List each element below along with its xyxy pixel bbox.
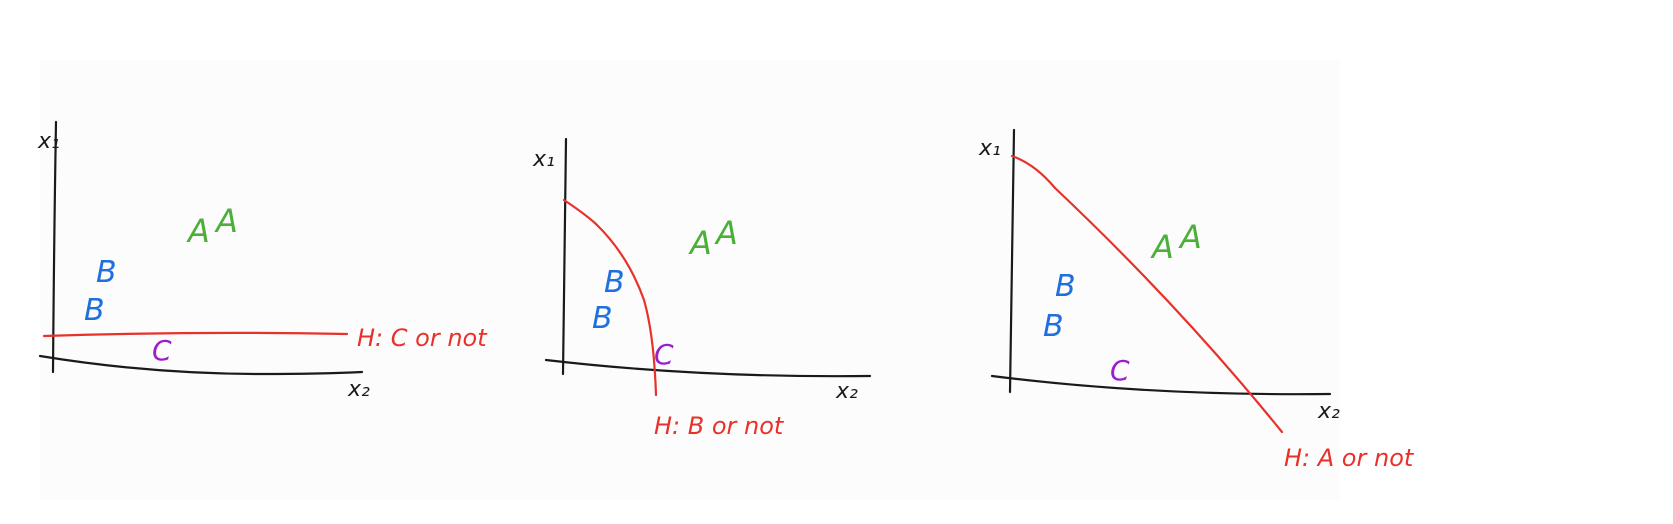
hypothesis-label: H: A or not (1284, 444, 1415, 472)
class-b-point: B (592, 301, 613, 336)
decision-boundary (1010, 154, 1284, 434)
y-axis-label: x₁ (978, 136, 1001, 161)
hypothesis-label: H: B or not (654, 412, 785, 440)
class-b-point: B (1055, 269, 1076, 304)
y-axis-label: x₁ (37, 129, 60, 154)
x-axis-label: x₂ (347, 377, 370, 402)
class-b-point: B (84, 293, 105, 328)
panel-b-or-not: x₁ x₂ A A B B C H: B or not (532, 137, 872, 440)
x-axis (544, 358, 872, 378)
panel-a-or-not: x₁ x₂ A A B B C H: A or not (978, 128, 1415, 472)
class-a-point: A (688, 224, 712, 262)
class-b-point: B (604, 265, 625, 300)
decision-boundary (42, 331, 349, 338)
class-a-point: A (214, 202, 238, 240)
class-b-point: B (1043, 309, 1064, 344)
class-a-point: A (186, 212, 210, 250)
x-axis-label: x₂ (1317, 399, 1340, 424)
x-axis (38, 354, 364, 376)
x-axis-label: x₂ (835, 379, 858, 404)
class-b-point: B (96, 255, 117, 290)
class-a-point: A (1178, 218, 1202, 256)
panel-c-or-not: x₁ x₂ A A B B C H: C or not (37, 120, 488, 402)
class-c-point: C (152, 334, 172, 367)
y-axis (51, 120, 58, 374)
class-c-point: C (654, 338, 674, 371)
decision-boundary (562, 198, 658, 397)
x-axis (990, 374, 1332, 396)
y-axis (561, 137, 568, 376)
y-axis-label: x₁ (532, 147, 555, 172)
class-a-point: A (714, 214, 738, 252)
hypothesis-label: H: C or not (357, 324, 488, 352)
class-c-point: C (1110, 354, 1130, 387)
y-axis (1008, 128, 1016, 394)
class-a-point: A (1150, 228, 1174, 266)
